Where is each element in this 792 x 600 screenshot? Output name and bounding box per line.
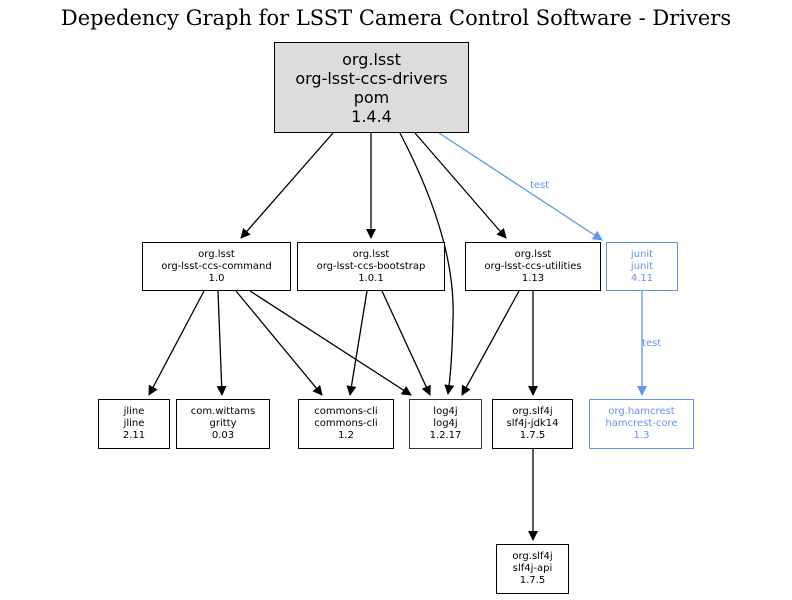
node-version: 1.7.5: [519, 575, 546, 586]
node-group: org.slf4j: [512, 406, 553, 417]
node-artifact: commons-cli: [314, 418, 378, 429]
edge-root-log4j: [399, 132, 455, 395]
node-group: com.wittams: [190, 406, 256, 417]
node-commonscli[interactable]: commons-cli commons-cli 1.2: [298, 399, 394, 449]
node-version: 1.7.5: [519, 430, 546, 441]
node-group: org.lsst: [198, 248, 235, 260]
node-version: 4.11: [630, 272, 654, 284]
edge-command-commonscli: [235, 290, 323, 396]
node-version: 1.4.4: [351, 106, 392, 126]
node-log4j[interactable]: log4j log4j 1.2.17: [409, 399, 482, 449]
node-artifact: junit: [630, 260, 654, 272]
node-artifact: org-lsst-ccs-bootstrap: [316, 260, 426, 272]
node-artifact: slf4j-api: [512, 563, 553, 574]
graph-title: Depedency Graph for LSST Camera Control …: [60, 6, 732, 30]
node-utilities[interactable]: org.lsst org-lsst-ccs-utilities 1.13: [465, 242, 601, 291]
node-group: org.hamcrest: [608, 406, 675, 417]
node-group: junit: [630, 248, 654, 260]
node-bootstrap[interactable]: org.lsst org-lsst-ccs-bootstrap 1.0.1: [297, 242, 445, 291]
node-version: 1.13: [521, 272, 545, 284]
edge-label-junit-hamcrest: test: [642, 338, 662, 349]
node-slf4japi[interactable]: org.slf4j slf4j-api 1.7.5: [496, 544, 569, 594]
node-hamcrest[interactable]: org.hamcrest hamcrest-core 1.3: [589, 399, 694, 449]
node-artifact: org-lsst-ccs-command: [161, 260, 272, 272]
node-version: 2.11: [122, 430, 146, 441]
node-artifact: gritty: [209, 418, 237, 429]
edge-bootstrap-log4j: [381, 290, 431, 396]
edge-command-log4j: [249, 290, 412, 396]
node-artifact: hamcrest-core: [605, 418, 678, 429]
node-artifact: log4j: [433, 418, 458, 429]
node-packaging: pom: [353, 87, 390, 107]
node-slf4jjdk14[interactable]: org.slf4j slf4j-jdk14 1.7.5: [492, 399, 573, 449]
node-junit[interactable]: junit junit 4.11: [606, 242, 678, 291]
node-group: jline: [123, 406, 145, 417]
edge-bootstrap-commonscli: [346, 290, 368, 396]
node-version: 1.2.17: [429, 430, 462, 441]
edge-label-root-junit: test: [530, 180, 550, 191]
node-version: 0.03: [211, 430, 235, 441]
node-artifact: jline: [123, 418, 145, 429]
node-group: log4j: [433, 406, 458, 417]
node-artifact: org-lsst-ccs-drivers: [295, 68, 448, 88]
node-artifact: slf4j-jdk14: [506, 418, 559, 429]
edge-root-command: [240, 132, 334, 239]
node-version: 1.0.1: [358, 272, 384, 284]
node-group: org.lsst: [352, 248, 390, 260]
node-group: org.lsst: [514, 248, 552, 260]
node-version: 1.0: [208, 272, 225, 284]
node-command[interactable]: org.lsst org-lsst-ccs-command 1.0: [142, 242, 291, 291]
node-jline[interactable]: jline jline 2.11: [98, 399, 170, 449]
node-group: commons-cli: [314, 406, 378, 417]
edge-root-junit: [438, 132, 603, 241]
node-artifact: org-lsst-ccs-utilities: [484, 260, 582, 272]
node-version: 1.3: [633, 430, 650, 441]
edge-root-utilities: [414, 132, 507, 239]
edge-command-gritty: [216, 290, 227, 396]
node-group: org.slf4j: [512, 551, 553, 562]
edge-utilities-log4j: [461, 290, 520, 396]
node-gritty[interactable]: com.wittams gritty 0.03: [176, 399, 270, 449]
edge-command-jline: [148, 290, 205, 396]
node-group: org.lsst: [342, 49, 401, 69]
node-root[interactable]: org.lsst org-lsst-ccs-drivers pom 1.4.4: [274, 42, 469, 133]
node-version: 1.2: [338, 430, 354, 441]
